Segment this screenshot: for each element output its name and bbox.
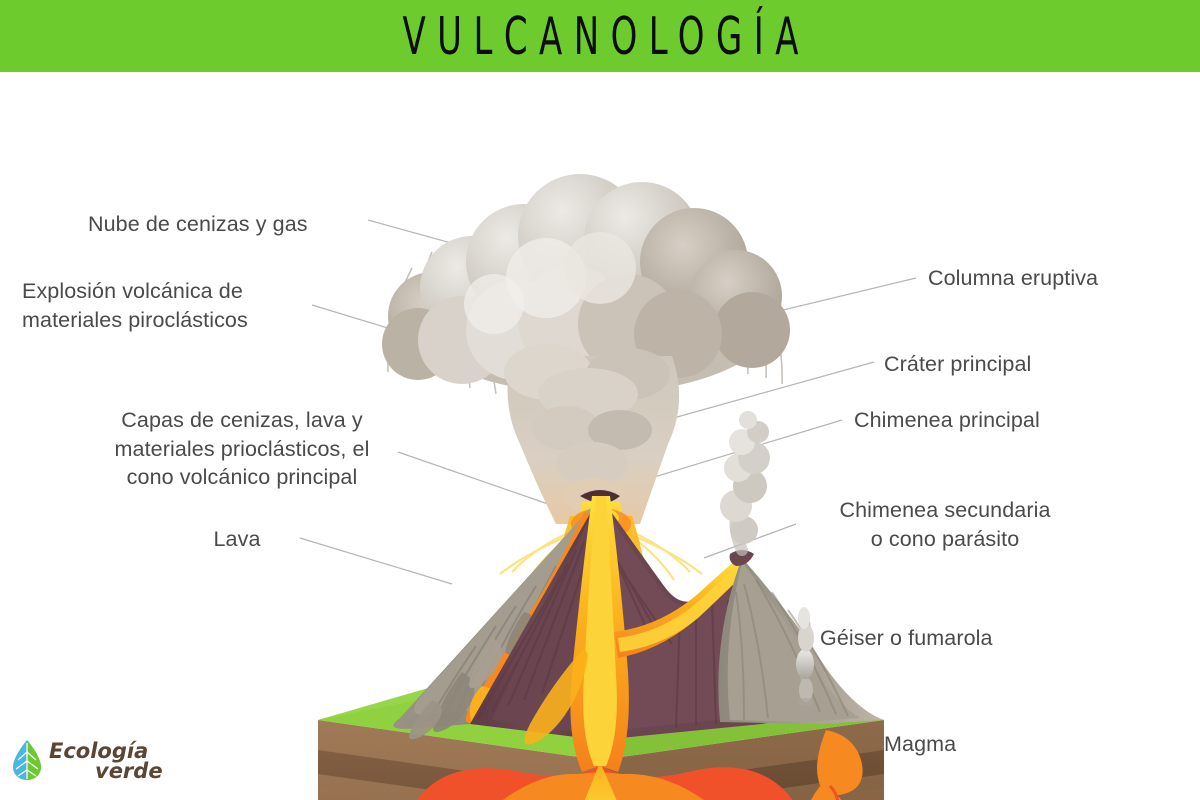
label-lava: Lava bbox=[213, 527, 261, 551]
label-explosion-volcanica: Explosión volcánica de materiales pirocl… bbox=[22, 279, 248, 332]
secondary-smoke-plume bbox=[720, 411, 770, 556]
label-chimenea-secundaria: Chimenea secundaria o cono parásito bbox=[839, 498, 1051, 551]
label-crater-principal: Cráter principal bbox=[884, 352, 1032, 376]
logo-word-verde: verde bbox=[95, 759, 163, 782]
header-banner: VULCANOLOGÍA bbox=[0, 0, 1200, 72]
label-nube-de-cenizas-y-gas: Nube de cenizas y gas bbox=[88, 212, 308, 236]
main-conduit bbox=[524, 496, 748, 772]
ash-cloud-puffs bbox=[382, 174, 790, 524]
label-capas-de-cenizas: Capas de cenizas, lava y materiales prio… bbox=[114, 408, 370, 490]
left-rubble bbox=[409, 612, 533, 740]
volcano-cross-section-illustration bbox=[299, 174, 917, 800]
page-title: VULCANOLOGÍA bbox=[401, 5, 810, 67]
logo-wordmark: Ecología verde bbox=[49, 739, 163, 782]
magma-chamber bbox=[417, 730, 863, 800]
ecologia-verde-logo[interactable]: Ecología verde bbox=[12, 738, 199, 782]
label-geiser-o-fumarola: Géiser o fumarola bbox=[820, 626, 993, 650]
logo-word-ecologia: Ecología bbox=[49, 739, 148, 763]
geyser-fumarole bbox=[796, 607, 814, 706]
ash-cloud bbox=[382, 174, 790, 524]
label-columna-eruptiva: Columna eruptiva bbox=[928, 266, 1099, 290]
leaf-droplet-icon bbox=[13, 740, 41, 780]
label-chimenea-principal: Chimenea principal bbox=[854, 408, 1040, 432]
diagram-stage: Nube de cenizas y gas Explosión volcánic… bbox=[0, 72, 1200, 800]
leader-lines bbox=[299, 219, 917, 759]
label-magma: Magma bbox=[884, 732, 957, 756]
